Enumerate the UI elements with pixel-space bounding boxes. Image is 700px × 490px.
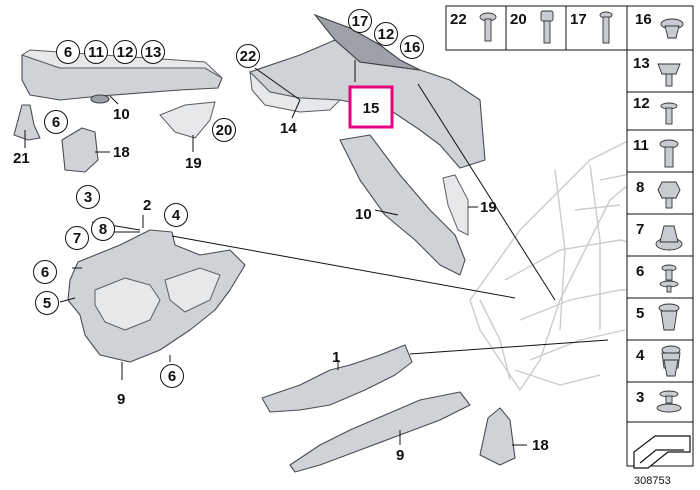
callout-3[interactable]: 3 bbox=[84, 189, 92, 206]
callout-22[interactable]: 22 bbox=[240, 48, 257, 65]
fastener-7-label[interactable]: 7 bbox=[636, 221, 644, 238]
part-19-left bbox=[159, 101, 216, 139]
callout-4[interactable]: 4 bbox=[172, 207, 181, 224]
label-14[interactable]: 14 bbox=[280, 120, 297, 137]
part-1-member bbox=[261, 344, 413, 413]
label-19-left[interactable]: 19 bbox=[185, 155, 202, 172]
callout-8[interactable]: 8 bbox=[99, 221, 107, 238]
label-9-left[interactable]: 9 bbox=[117, 391, 125, 408]
callout-5[interactable]: 5 bbox=[43, 295, 51, 312]
highlight-box-15 bbox=[348, 85, 394, 129]
fastener-3-label[interactable]: 3 bbox=[636, 389, 644, 406]
callout-6-side[interactable]: 6 bbox=[41, 264, 49, 281]
fastener-20-label[interactable]: 20 bbox=[510, 11, 527, 28]
label-2[interactable]: 2 bbox=[143, 197, 151, 214]
callout-20[interactable]: 20 bbox=[216, 122, 233, 139]
fastener-table-column: 16 13 12 11 8 7 6 5 4 bbox=[626, 5, 694, 467]
part-19-right bbox=[442, 174, 469, 236]
fastener-11-label[interactable]: 11 bbox=[633, 137, 649, 154]
label-21[interactable]: 21 bbox=[13, 150, 30, 167]
part-18-bottom bbox=[479, 407, 516, 466]
callout-6-left[interactable]: 6 bbox=[52, 114, 60, 131]
label-18-bottom[interactable]: 18 bbox=[532, 437, 549, 454]
leader-lines bbox=[24, 60, 609, 446]
callout-15[interactable]: 15 bbox=[363, 100, 380, 117]
callout-16-upper[interactable]: 16 bbox=[404, 39, 421, 56]
fastener-13-label[interactable]: 13 bbox=[633, 55, 650, 72]
callout-7[interactable]: 7 bbox=[73, 230, 81, 247]
callout-13-top[interactable]: 13 bbox=[145, 44, 162, 61]
label-1[interactable]: 1 bbox=[332, 349, 340, 366]
diagram-number: 308753 bbox=[634, 475, 671, 487]
fastener-17-label[interactable]: 17 bbox=[570, 11, 587, 28]
label-18-left[interactable]: 18 bbox=[113, 144, 130, 161]
fastener-22-label[interactable]: 22 bbox=[450, 11, 467, 28]
callout-6-bottom[interactable]: 6 bbox=[168, 368, 176, 385]
plain-labels: 10 21 18 19 14 10 19 2 9 1 9 18 bbox=[13, 106, 549, 464]
car-body-ghost bbox=[469, 133, 641, 392]
part-9-member bbox=[289, 391, 471, 473]
callout-17-upper[interactable]: 17 bbox=[352, 13, 369, 30]
part-18-left bbox=[61, 127, 99, 173]
part-10-strut bbox=[339, 134, 466, 276]
part-21 bbox=[13, 104, 41, 141]
callout-12-top[interactable]: 12 bbox=[117, 44, 134, 61]
fastener-8-label[interactable]: 8 bbox=[636, 179, 644, 196]
callout-11-top[interactable]: 11 bbox=[88, 44, 104, 61]
label-10-top[interactable]: 10 bbox=[113, 106, 130, 123]
callouts-circled: 6 11 12 13 17 12 16 22 20 6 3 4 7 8 6 5 … bbox=[33, 9, 424, 388]
fastener-6-label[interactable]: 6 bbox=[636, 263, 644, 280]
label-9-bottom[interactable]: 9 bbox=[396, 447, 404, 464]
callout-6-top[interactable]: 6 bbox=[64, 44, 72, 61]
part-wheel-housing bbox=[67, 229, 246, 363]
fastener-5-label[interactable]: 5 bbox=[636, 305, 644, 322]
callout-12-upper[interactable]: 12 bbox=[378, 26, 395, 43]
fastener-4-label[interactable]: 4 bbox=[636, 347, 645, 364]
fastener-16-label[interactable]: 16 bbox=[635, 11, 652, 28]
label-19-right[interactable]: 19 bbox=[480, 199, 497, 216]
direction-arrow-icon bbox=[633, 435, 691, 469]
fastener-table-top-row: 22 20 17 bbox=[445, 5, 628, 51]
label-10-mid[interactable]: 10 bbox=[355, 206, 372, 223]
fastener-12-label[interactable]: 12 bbox=[633, 95, 650, 112]
